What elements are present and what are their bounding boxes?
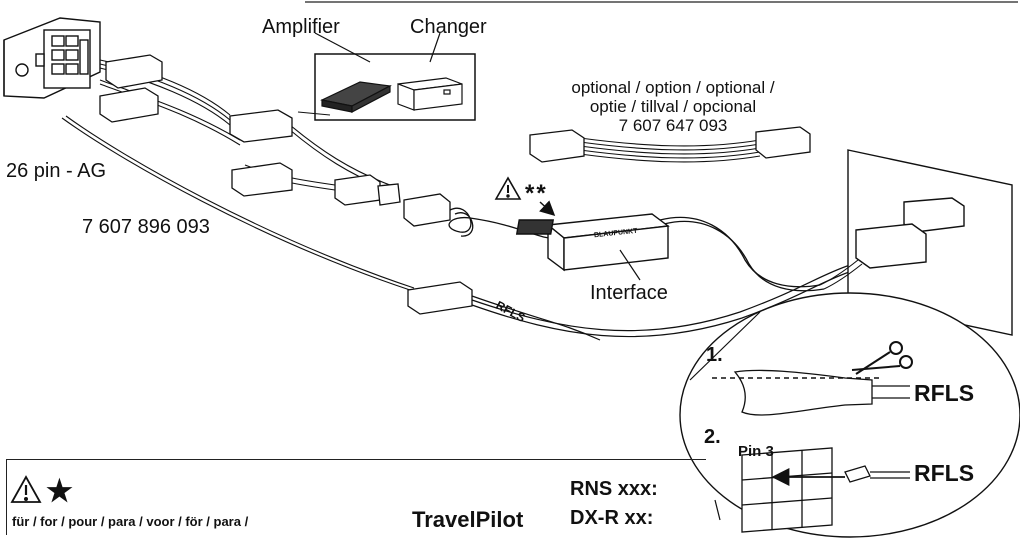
optional-cable-label: optional / option / optional / optie / t… [538,78,808,135]
step-1-number: 1. [706,344,723,366]
warning-triangle-icon [10,475,42,503]
scissors-icon [851,341,913,375]
optional-line-2: optie / tillval / opcional [589,97,757,116]
rfls-plug [844,465,910,483]
changer-device [397,77,463,111]
detail-circle [679,292,1020,538]
amplifier-leader [314,32,371,63]
changer-leader [429,32,441,63]
pin-3-label: Pin 3 [738,443,774,460]
warning-triangle-icon [494,176,522,200]
double-asterisk-arrow [539,200,556,217]
optional-line-1: optional / option / optional / [571,78,775,97]
legend-box [6,459,706,535]
panel-cables [819,259,863,290]
rfls-cut-cable [733,369,873,416]
step-1-rfls: RFLS [914,380,975,406]
interface-leader [619,249,641,281]
amplifier-label: Amplifier [262,16,340,38]
connector-26pin-label: 26 pin - AG [6,160,107,182]
rfls-cable [471,264,853,341]
interface-module [515,213,670,272]
cable-part-number-label: 7 607 896 093 [82,216,210,238]
pin-grid [741,447,833,533]
harness-connectors [99,54,473,315]
amplifier-changer-panel [314,53,476,121]
radio-unit [3,17,101,99]
vehicle-panel [847,149,1013,336]
languages-label: für / for / pour / para / voor / för / p… [12,514,249,529]
interface-label: Interface [590,282,668,304]
step-2-number: 2. [704,426,721,448]
double-asterisk-label: ** [525,180,548,207]
product-label: TravelPilot [412,507,524,532]
model-2-label: DX-R xx: [570,507,654,529]
optional-cable [529,126,811,163]
step-2-rfls: RFLS [914,460,975,486]
changer-label: Changer [410,16,487,38]
optional-part-number: 7 607 647 093 [618,116,728,135]
model-1-label: RNS xxx: [570,478,658,500]
amplifier-device [320,81,392,113]
asterisk-icon: ★ [46,475,73,508]
